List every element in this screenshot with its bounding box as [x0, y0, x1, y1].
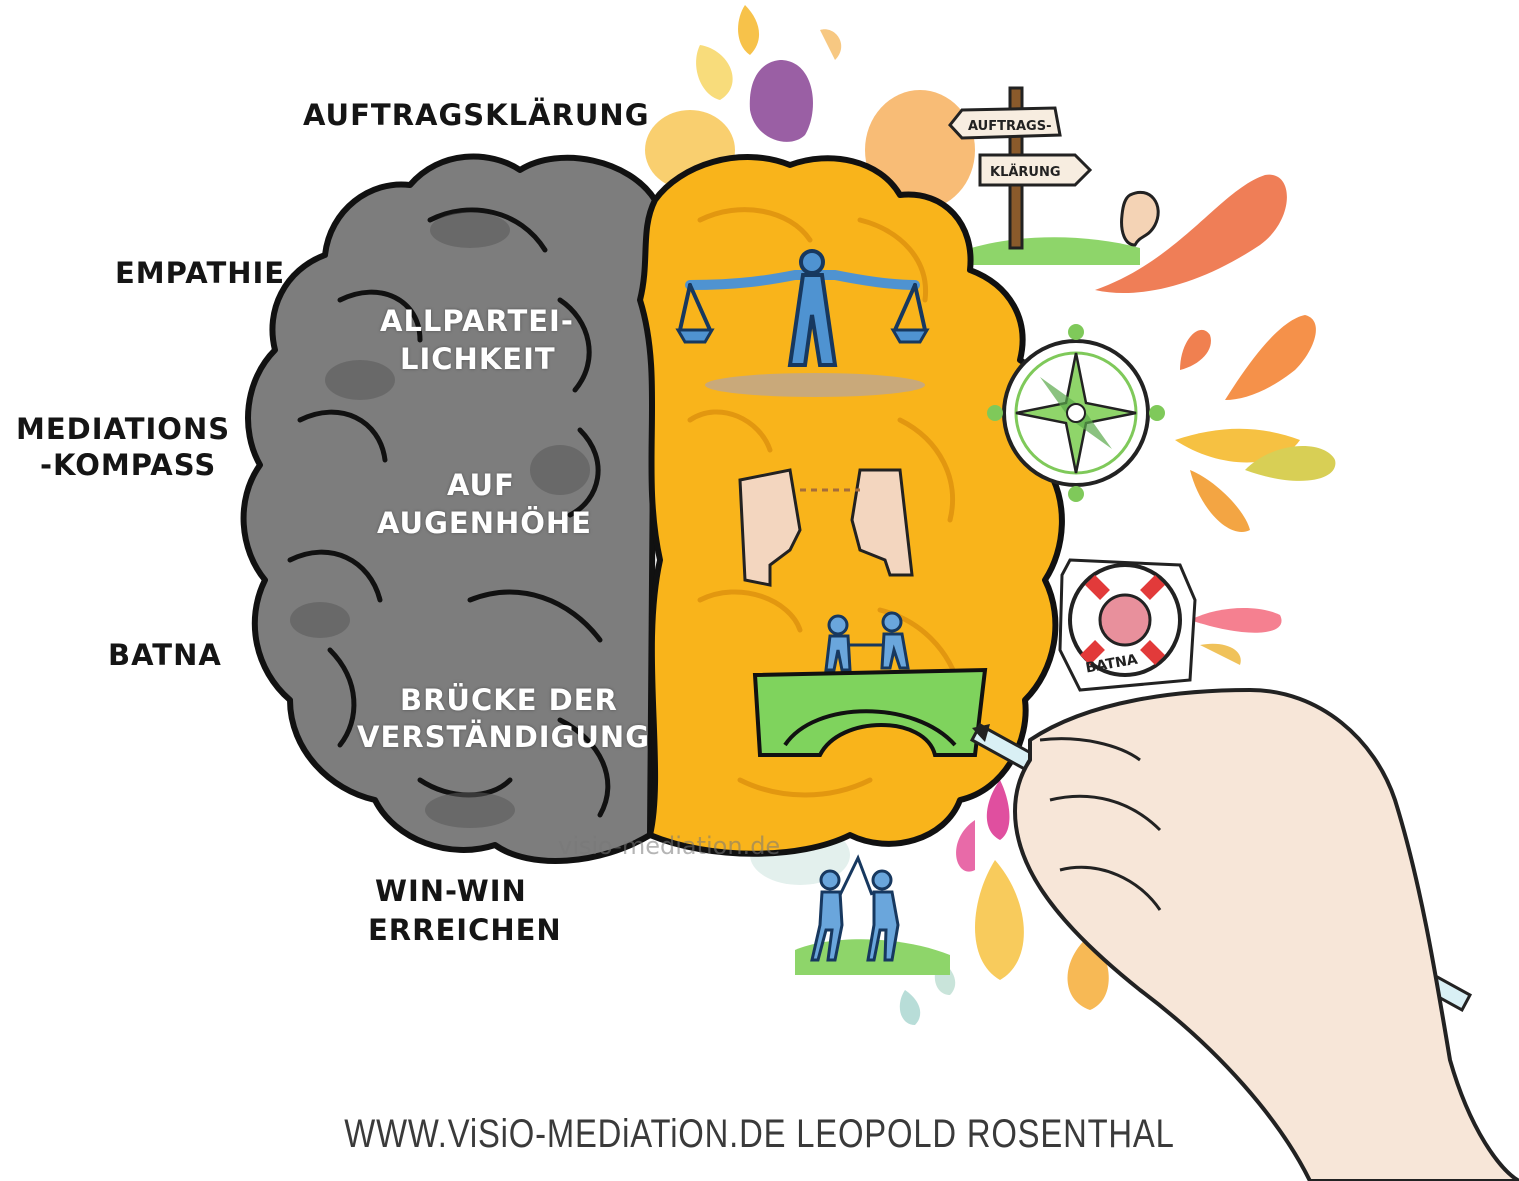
- label-win-win-line2: ERREICHEN: [368, 912, 562, 948]
- label-mediations-kompass-line2: -KOMPASS: [40, 447, 216, 483]
- brain-text-allparteilichkeit-line1: ALLPARTEI-: [380, 303, 574, 340]
- brain-text-bruecke-line2: VERSTÄNDIGUNG: [357, 719, 650, 756]
- signpost-bottom-text: KLÄRUNG: [990, 164, 1061, 180]
- ear-icon: [1122, 192, 1159, 245]
- brain-text-auf-augenhoehe-line1: AUF: [447, 467, 515, 504]
- brain-text-allparteilichkeit-line2: LICHKEIT: [400, 341, 556, 378]
- label-auftragsklaerung: AUFTRAGSKLÄRUNG: [303, 97, 650, 133]
- lifebuoy-icon: BATNA: [1060, 560, 1195, 690]
- hand-with-pencil: [972, 690, 1519, 1181]
- watermark: visio-mediation.de: [558, 832, 780, 860]
- label-batna: BATNA: [108, 637, 222, 673]
- brain-text-auf-augenhoehe-line2: AUGENHÖHE: [377, 505, 592, 542]
- signpost-top-text: AUFTRAGS-: [968, 119, 1051, 134]
- brain-text-bruecke-line1: BRÜCKE DER: [400, 682, 618, 719]
- label-mediations-kompass-line1: MEDIATIONS: [16, 411, 230, 447]
- green-hill: [965, 237, 1140, 265]
- footer-credit: WWW.ViSiO-MEDiATiON.DE LEOPOLD ROSENTHAL: [137, 1112, 1383, 1157]
- label-empathie: EMPATHIE: [115, 255, 285, 291]
- label-win-win-line1: WIN-WIN: [375, 873, 527, 909]
